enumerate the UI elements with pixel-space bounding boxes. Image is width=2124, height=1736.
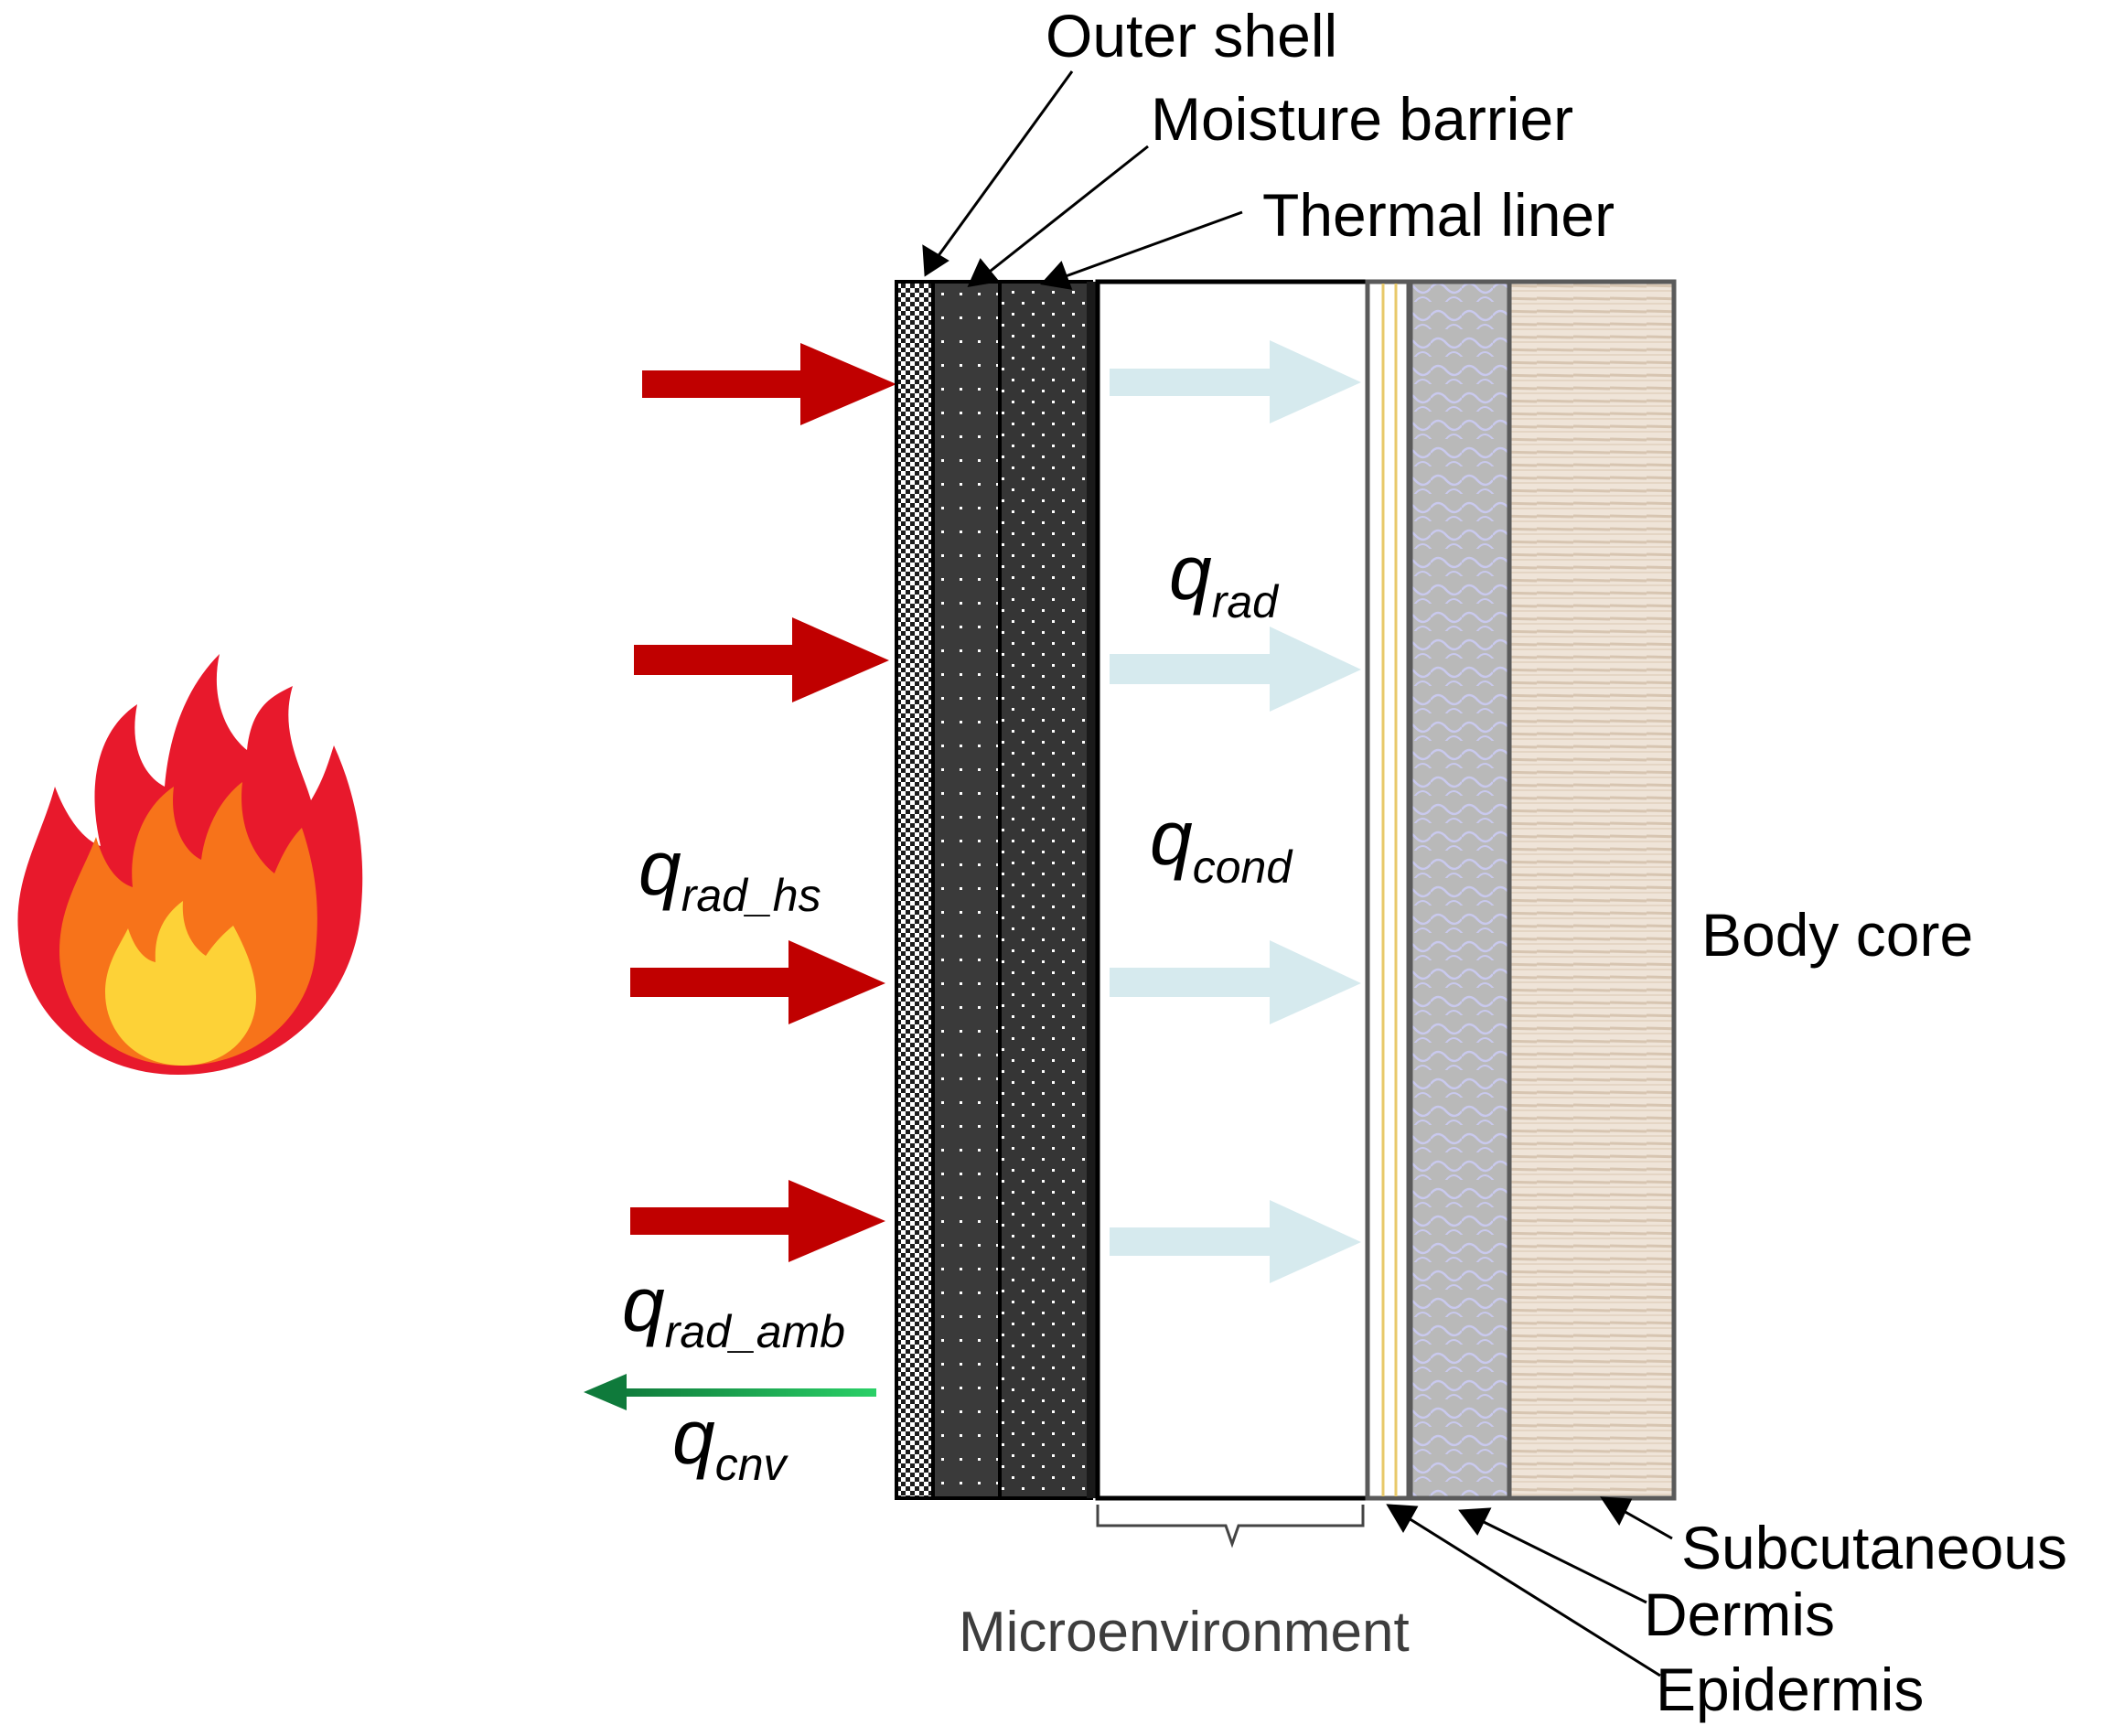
internal-flux-arrows xyxy=(1110,340,1361,1283)
body-core-label: Body core xyxy=(1701,901,1973,969)
incoming-heat-arrows xyxy=(630,343,896,1262)
skin-leader-lines xyxy=(1386,1496,1673,1677)
thermal-liner-layer xyxy=(998,280,1093,1500)
dermis-label: Dermis xyxy=(1644,1581,1835,1648)
light-blue-arrow-icon xyxy=(1110,1200,1361,1283)
thermal-liner-label: Thermal liner xyxy=(1262,181,1614,249)
thermal-liner-edge xyxy=(1087,282,1098,1498)
q-rad-label: qrad xyxy=(1169,530,1280,627)
q-cond-label: qcond xyxy=(1150,795,1293,893)
flame-icon xyxy=(17,654,363,1075)
q-rad-hs-label: qrad_hs xyxy=(638,825,821,921)
red-arrow-icon xyxy=(642,343,896,425)
red-arrow-icon xyxy=(630,940,885,1024)
light-blue-arrow-icon xyxy=(1110,627,1361,712)
microenvironment-brace xyxy=(1096,1505,1365,1548)
green-arrow-icon xyxy=(584,1374,876,1410)
q-cnv-label: qcnv xyxy=(672,1394,789,1490)
outer-shell-layer xyxy=(895,280,935,1500)
red-arrow-icon xyxy=(634,617,889,702)
moisture-barrier-layer xyxy=(931,280,1002,1500)
outer-shell-label: Outer shell xyxy=(1046,2,1337,70)
dermis-layer xyxy=(1408,279,1512,1501)
red-arrow-icon xyxy=(630,1180,885,1262)
light-blue-arrow-icon xyxy=(1110,940,1361,1024)
moisture-barrier-label: Moisture barrier xyxy=(1151,85,1573,153)
q-rad-amb-label: qrad_amb xyxy=(622,1261,845,1357)
clothing-leader-lines xyxy=(922,70,1243,290)
subcutaneous-label: Subcutaneous xyxy=(1681,1514,2067,1581)
subcutaneous-layer xyxy=(1507,279,1677,1501)
epidermis-label: Epidermis xyxy=(1656,1656,1924,1723)
microenvironment-label: Microenvironment xyxy=(959,1601,1410,1664)
light-blue-arrow-icon xyxy=(1110,340,1361,423)
epidermis-layer xyxy=(1365,279,1411,1501)
